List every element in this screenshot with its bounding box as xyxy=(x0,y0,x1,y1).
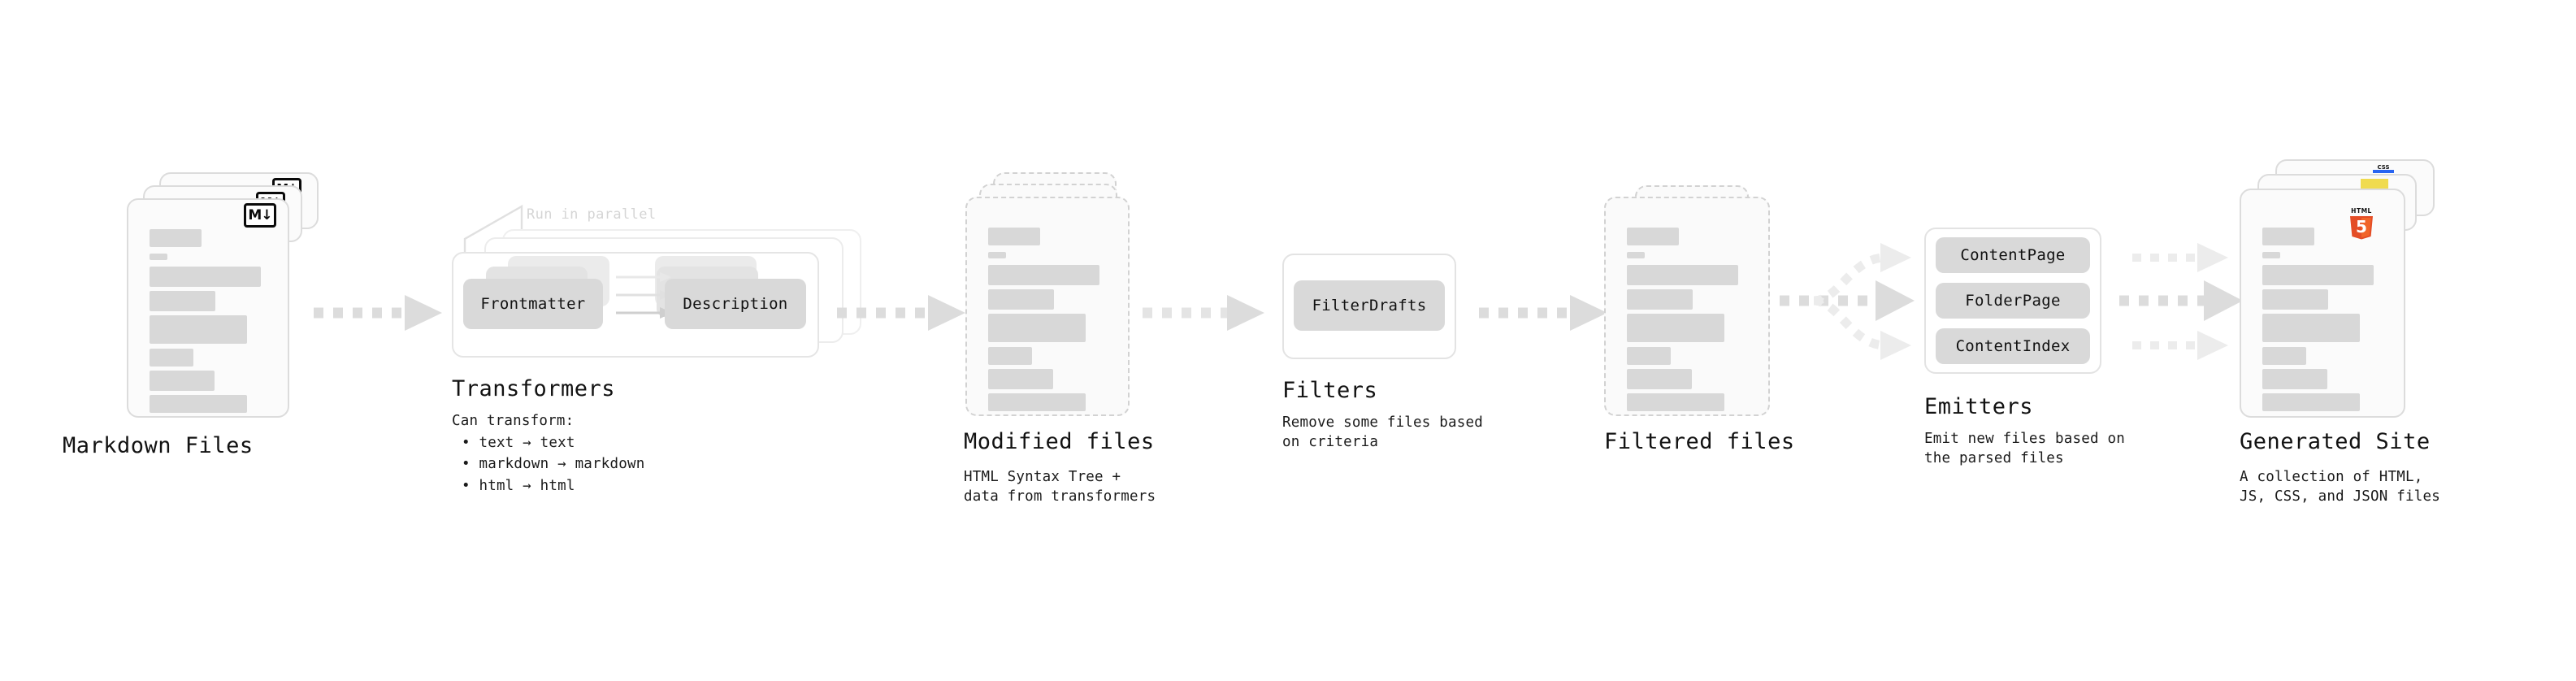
content-bar xyxy=(150,267,261,287)
content-bar xyxy=(1627,252,1645,258)
content-bar xyxy=(1627,347,1671,365)
svg-text:HTML: HTML xyxy=(2351,207,2372,215)
connector-filtered-to-emitters xyxy=(1780,243,1915,360)
markdown-card-content xyxy=(128,200,288,416)
generated-card-content xyxy=(2241,190,2404,416)
stage-title-filters: Filters xyxy=(1282,378,1378,403)
markdown-card-front xyxy=(127,198,289,418)
content-bar xyxy=(988,369,1053,389)
html5-icon: HTML 5 xyxy=(2347,206,2376,240)
emitters-subtitle: Emit new files based on the parsed files xyxy=(1924,431,2125,466)
generated-site-stack: CSS HTML 5 xyxy=(0,0,2435,418)
run-in-parallel-label: Run in parallel xyxy=(527,206,657,223)
content-bar xyxy=(1627,265,1738,285)
content-bar xyxy=(150,291,215,311)
content-bar xyxy=(150,395,247,413)
transformer-chip-frontmatter[interactable]: Frontmatter xyxy=(463,279,603,329)
content-bar xyxy=(150,254,167,260)
svg-text:5: 5 xyxy=(2356,217,2367,236)
stage-title-transformers: Transformers xyxy=(452,376,616,401)
content-bar xyxy=(1627,314,1724,342)
content-bar xyxy=(988,393,1086,411)
modified-files-subtitle: HTML Syntax Tree + data from transformer… xyxy=(964,469,1156,505)
content-bar xyxy=(988,252,1006,258)
css-icon: CSS xyxy=(2373,163,2394,173)
content-bar xyxy=(2262,393,2360,411)
content-bar xyxy=(988,289,1054,310)
content-bar xyxy=(1627,228,1679,245)
content-bar xyxy=(2262,228,2314,245)
connector-modified-to-filters xyxy=(1143,295,1264,331)
content-bar xyxy=(2262,252,2280,258)
filter-chip-filterdrafts[interactable]: FilterDrafts xyxy=(1294,280,1445,331)
content-bar xyxy=(1627,393,1724,411)
transformers-bullet-2: • html → html xyxy=(462,478,575,494)
markdown-icon-front: M↓ xyxy=(244,203,276,228)
stage-title-filtered-files: Filtered files xyxy=(1604,429,1795,454)
content-bar xyxy=(150,371,215,391)
run-in-parallel-bracket xyxy=(463,204,523,263)
connector-transformers-to-modified xyxy=(837,295,965,331)
content-bar xyxy=(988,265,1099,285)
content-bar xyxy=(150,229,202,247)
filters-subtitle: Remove some files based on criteria xyxy=(1282,414,1483,450)
emitter-chip-contentindex[interactable]: ContentIndex xyxy=(1936,328,2090,364)
stage-title-generated-site: Generated Site xyxy=(2240,429,2431,454)
content-bar xyxy=(988,347,1032,365)
content-bar xyxy=(988,314,1086,342)
content-bar xyxy=(2262,347,2306,365)
stage-title-markdown-files: Markdown Files xyxy=(63,433,254,458)
content-bar xyxy=(150,315,247,344)
transformers-bullet-0: • text → text xyxy=(462,435,575,451)
transformer-chip-description[interactable]: Description xyxy=(665,279,806,329)
content-bar xyxy=(150,349,193,367)
filtered-card-front xyxy=(1604,197,1770,416)
content-bar xyxy=(2262,289,2328,310)
transformers-bullet-1: • markdown → markdown xyxy=(462,456,645,472)
emitter-chip-contentpage[interactable]: ContentPage xyxy=(1936,237,2090,273)
content-bar xyxy=(1627,369,1692,389)
svg-text:CSS: CSS xyxy=(2377,164,2389,171)
transformers-subtitle: Can transform: xyxy=(452,413,575,429)
connector-markdown-to-transformers xyxy=(314,295,442,331)
content-bar xyxy=(988,228,1040,245)
generated-card-front xyxy=(2240,189,2405,418)
modified-card-front xyxy=(965,197,1130,416)
generated-site-subtitle: A collection of HTML, JS, CSS, and JSON … xyxy=(2240,469,2440,505)
stage-title-modified-files: Modified files xyxy=(964,429,1155,454)
content-bar xyxy=(2262,265,2374,285)
content-bar xyxy=(2262,314,2360,342)
modified-card-content xyxy=(967,198,1128,414)
content-bar xyxy=(1627,289,1693,310)
emitter-chip-folderpage[interactable]: FolderPage xyxy=(1936,283,2090,319)
content-bar xyxy=(2262,369,2327,389)
stage-title-emitters: Emitters xyxy=(1924,394,2034,419)
connector-filters-to-filtered xyxy=(1479,295,1607,331)
filtered-card-content xyxy=(1606,198,1768,414)
connector-emitters-to-site xyxy=(2119,243,2243,360)
